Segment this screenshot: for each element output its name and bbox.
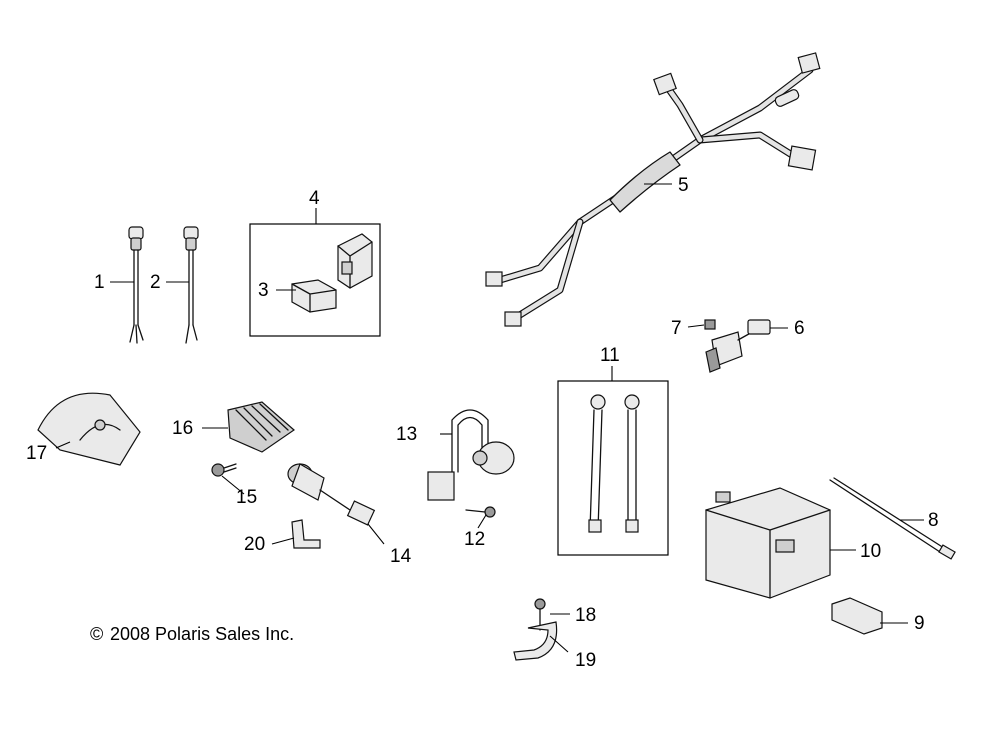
relay-bracket-icon <box>427 409 515 501</box>
voltage-regulator-icon <box>227 401 295 453</box>
callout-8: 8 <box>928 510 939 531</box>
callout-2: 2 <box>150 272 161 293</box>
callout-6: 6 <box>794 318 805 339</box>
copyright-text: 2008 Polaris Sales Inc. <box>110 624 294 644</box>
kit-box-11 <box>557 380 669 556</box>
callout-17: 17 <box>26 443 47 464</box>
relay-small-icon <box>291 279 337 313</box>
battery-pad-icon <box>831 597 883 635</box>
copyright-symbol: © <box>90 624 103 644</box>
callout-9: 9 <box>914 613 925 634</box>
callout-20: 20 <box>244 534 265 555</box>
starter-solenoid-icon <box>705 319 771 373</box>
callout-3: 3 <box>258 280 269 301</box>
callout-13: 13 <box>396 424 417 445</box>
callout-11: 11 <box>600 345 620 366</box>
nut-icon <box>704 319 716 330</box>
screw-15-icon <box>211 463 237 477</box>
wire-lead-1-icon <box>128 226 144 344</box>
callout-19: 19 <box>575 650 596 671</box>
kit-box-4 <box>249 223 381 337</box>
battery-cable-icon <box>588 394 640 533</box>
screw-12-icon <box>465 506 496 518</box>
document-pouch-icon <box>37 392 141 466</box>
callout-10: 10 <box>860 541 881 562</box>
screw-18-icon <box>534 598 546 631</box>
callout-14: 14 <box>390 546 412 567</box>
wire-lead-2-icon <box>183 226 199 344</box>
ignition-switch-icon <box>287 463 376 526</box>
callout-5: 5 <box>678 175 689 196</box>
battery-strap-icon <box>829 477 956 560</box>
clamp-19-icon <box>513 621 558 661</box>
callout-12: 12 <box>464 529 485 550</box>
callout-1: 1 <box>94 272 105 293</box>
callout-16: 16 <box>172 418 193 439</box>
wiring-harness-icon <box>485 52 821 327</box>
relay-module-icon <box>337 233 373 289</box>
callout-15: 15 <box>236 487 257 508</box>
battery-icon <box>705 487 831 599</box>
callout-18: 18 <box>575 605 596 626</box>
mounting-bracket-icon <box>291 519 321 549</box>
callout-7: 7 <box>671 318 682 339</box>
callout-4: 4 <box>309 188 320 209</box>
